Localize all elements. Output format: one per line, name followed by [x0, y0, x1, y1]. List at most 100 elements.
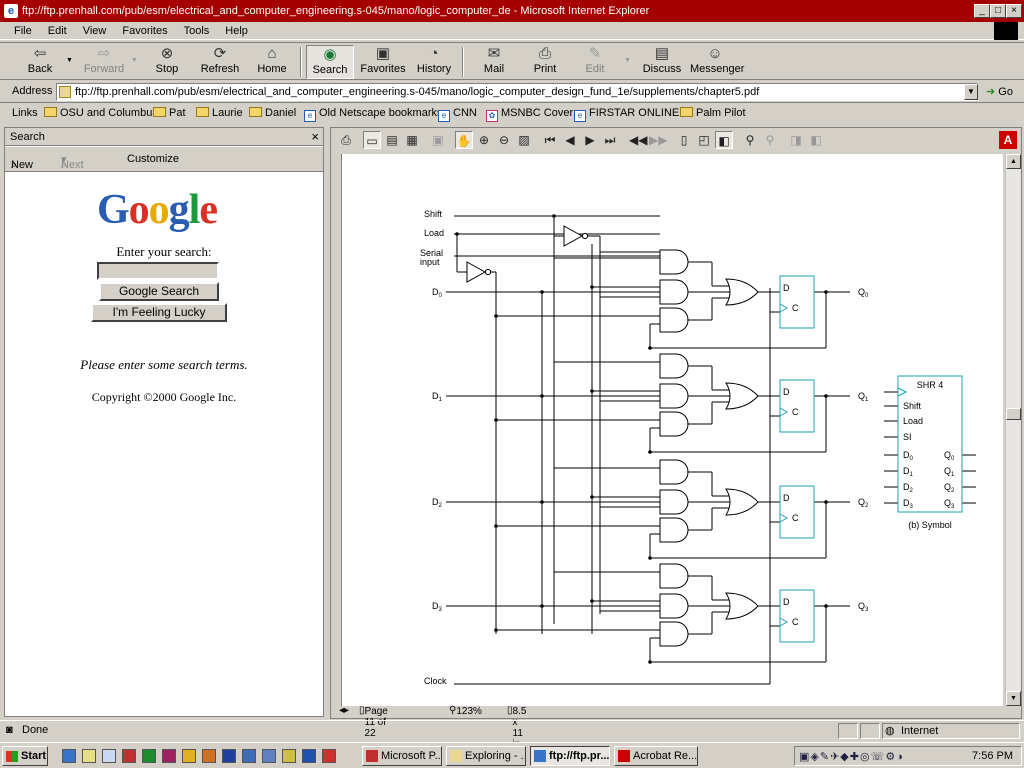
- junction-dot: [824, 394, 828, 398]
- edit-dropdown-icon[interactable]: ▼: [624, 57, 631, 64]
- rotate-left-icon[interactable]: ◨: [790, 133, 802, 147]
- fit-page-icon[interactable]: ◰: [698, 133, 710, 147]
- app7-quicklaunch-icon[interactable]: [322, 749, 336, 763]
- powerpoint-quicklaunch-icon[interactable]: [122, 749, 136, 763]
- page-indicator[interactable]: ▯ Page 11 of 22: [359, 705, 388, 739]
- search-button[interactable]: ◉Search: [306, 45, 354, 79]
- search-index-icon[interactable]: ⚲: [765, 133, 775, 147]
- thumbnails-icon[interactable]: ▦: [406, 133, 418, 147]
- app6-quicklaunch-icon[interactable]: [302, 749, 316, 763]
- scroll-down-icon[interactable]: ▼: [1006, 691, 1021, 706]
- go-back-icon[interactable]: ◀◀: [629, 133, 648, 147]
- task-ie[interactable]: ftp://ftp.pr...: [530, 746, 610, 766]
- history-button[interactable]: ◔History: [414, 45, 454, 79]
- customize-button[interactable]: Customize: [127, 153, 179, 165]
- clock-triangle: [779, 617, 789, 627]
- address-dropdown-icon[interactable]: ▼: [964, 84, 978, 100]
- edit-button[interactable]: ✎Edit: [580, 45, 610, 79]
- zoom-indicator[interactable]: ⚲ 123%: [449, 705, 482, 717]
- mail-button[interactable]: ✉Mail: [476, 45, 512, 79]
- messenger-button[interactable]: ☺Messenger: [690, 45, 745, 75]
- adobe-logo-icon[interactable]: A: [999, 131, 1017, 149]
- link-pat[interactable]: Pat: [153, 107, 186, 119]
- refresh-button[interactable]: ⟳Refresh: [198, 45, 242, 79]
- flip-flop: [779, 589, 815, 643]
- discuss-button[interactable]: ▤Discuss: [642, 45, 682, 75]
- google-search-input[interactable]: [97, 262, 219, 280]
- maximize-button[interactable]: □: [990, 4, 1006, 18]
- go-forward-icon[interactable]: ▶▶: [649, 133, 668, 147]
- and-gate: [659, 249, 689, 275]
- start-button[interactable]: Start: [2, 746, 48, 766]
- split-icon[interactable]: ◂▸: [339, 705, 350, 716]
- back-dropdown-icon[interactable]: ▼: [66, 57, 73, 64]
- feeling-lucky-button[interactable]: I'm Feeling Lucky: [91, 303, 227, 322]
- edit-icon: ✎: [588, 45, 602, 62]
- link-laurie[interactable]: Laurie: [196, 107, 243, 119]
- ie-quicklaunch-icon[interactable]: [62, 749, 76, 763]
- access-quicklaunch-icon[interactable]: [162, 749, 176, 763]
- vertical-scrollbar[interactable]: ▲ ▼: [1005, 154, 1021, 706]
- app-quicklaunch-icon[interactable]: [182, 749, 196, 763]
- next-button[interactable]: ⌕ Next ▾: [61, 154, 84, 171]
- menu-tools[interactable]: Tools: [183, 24, 210, 37]
- data-input-label: D0: [432, 287, 443, 299]
- scroll-up-icon[interactable]: ▲: [1006, 154, 1021, 169]
- tray-icons[interactable]: ▣◈✎✈◆✚◎☏⚙◑: [799, 751, 904, 763]
- desktop-quicklaunch-icon[interactable]: [102, 749, 116, 763]
- app2-quicklaunch-icon[interactable]: [202, 749, 216, 763]
- task-acrobat[interactable]: Acrobat Re...: [614, 746, 698, 766]
- last-page-icon[interactable]: ⏭: [604, 133, 616, 147]
- address-input[interactable]: ftp://ftp.prenhall.com/pub/esm/electrica…: [56, 83, 978, 101]
- scroll-thumb[interactable]: [1006, 408, 1021, 420]
- close-button[interactable]: ×: [1006, 4, 1022, 18]
- link-daniel[interactable]: Daniel: [249, 107, 296, 119]
- previous-page-icon[interactable]: ◀: [565, 133, 575, 147]
- minimize-button[interactable]: _: [974, 4, 990, 18]
- stop-button[interactable]: ⊗Stop: [148, 45, 186, 79]
- excel-quicklaunch-icon[interactable]: [142, 749, 156, 763]
- menu-help[interactable]: Help: [225, 24, 248, 37]
- page-only-icon[interactable]: ▭: [363, 131, 381, 149]
- forward-dropdown-icon[interactable]: ▼: [131, 57, 138, 64]
- forward-button[interactable]: ⇨Forward: [83, 45, 125, 75]
- symbol-d-pin: D3: [903, 498, 914, 510]
- word-quicklaunch-icon[interactable]: [222, 749, 236, 763]
- actual-size-icon[interactable]: ▯: [680, 133, 688, 147]
- app5-quicklaunch-icon[interactable]: [282, 749, 296, 763]
- home-button[interactable]: ⌂Home: [252, 45, 292, 79]
- link-palm-pilot[interactable]: Palm Pilot: [680, 107, 746, 119]
- print-icon[interactable]: ⎙: [341, 133, 351, 147]
- link-msnbc[interactable]: ✿MSNBC Cover: [486, 107, 573, 122]
- task-explorer[interactable]: Exploring - ...: [446, 746, 526, 766]
- find-icon[interactable]: ⚲: [745, 133, 755, 147]
- favorites-button[interactable]: ▣Favorites: [360, 45, 406, 75]
- menu-file[interactable]: File: [14, 24, 32, 37]
- close-icon[interactable]: ×: [311, 129, 319, 144]
- next-page-icon[interactable]: ▶: [585, 133, 595, 147]
- outlook-quicklaunch-icon[interactable]: [82, 749, 96, 763]
- zoom-out-icon[interactable]: ⊖: [498, 133, 510, 147]
- link-osu[interactable]: OSU and Columbus: [44, 107, 158, 119]
- text-select-icon[interactable]: ▨: [518, 133, 530, 147]
- print-button[interactable]: ⎙Print: [528, 45, 562, 79]
- app4-quicklaunch-icon[interactable]: [262, 749, 276, 763]
- back-button[interactable]: ⇦Back: [22, 45, 58, 79]
- hand-tool-icon[interactable]: ✋: [455, 131, 473, 149]
- task-powerpoint[interactable]: Microsoft P...: [362, 746, 442, 766]
- zoom-in-icon[interactable]: ⊕: [478, 133, 490, 147]
- open-icon[interactable]: ▣: [432, 133, 444, 147]
- google-search-button[interactable]: Google Search: [99, 282, 219, 301]
- app3-quicklaunch-icon[interactable]: [242, 749, 256, 763]
- menu-view[interactable]: View: [82, 24, 107, 37]
- first-page-icon[interactable]: ⏮: [544, 133, 556, 147]
- bookmarks-icon[interactable]: ▤: [386, 133, 398, 147]
- rotate-right-icon[interactable]: ◧: [810, 133, 822, 147]
- go-button[interactable]: ➜ Go: [986, 86, 1013, 98]
- fit-width-icon[interactable]: ◧: [715, 131, 733, 149]
- menu-favorites[interactable]: Favorites: [122, 24, 168, 37]
- menu-edit[interactable]: Edit: [47, 24, 67, 37]
